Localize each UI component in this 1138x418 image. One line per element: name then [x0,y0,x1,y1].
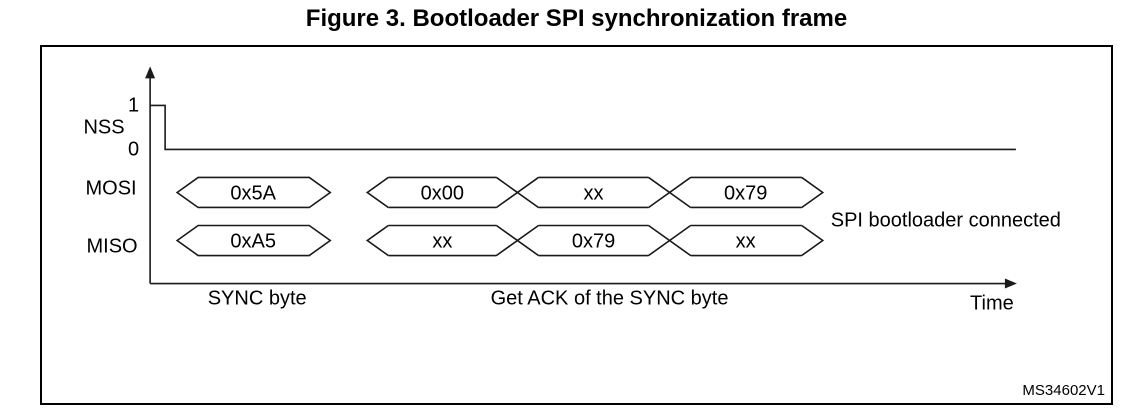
mosi-byte-2: xx [584,182,604,204]
get-ack-annotation: Get ACK of the SYNC byte [491,288,729,310]
miso-byte-1: xx [432,231,452,253]
figure-title: Figure 3. Bootloader SPI synchronization… [305,5,848,32]
timing-diagram: 1 0 NSS MOSI MISO 0x5A 0x00 xx 0x79 0xA5… [83,66,1105,399]
value-axis-arrowhead [145,66,156,79]
level-0-label: 0 [128,138,139,160]
watermark-label: MS34602V1 [1022,382,1105,399]
level-1-label: 1 [128,94,139,116]
sync-byte-annotation: SYNC byte [208,288,307,310]
connected-annotation: SPI bootloader connected [831,209,1061,231]
mosi-byte-1: 0x00 [421,182,464,204]
mosi-byte-sync: 0x5A [230,182,276,204]
nss-waveform [150,104,1016,151]
mosi-ack-hexagons [365,176,825,209]
miso-label: MISO [87,236,138,258]
miso-sync-hexagon [175,224,332,257]
time-axis-arrowhead [1004,278,1017,289]
miso-byte-sync: 0xA5 [230,231,276,253]
miso-byte-3: xx [736,231,756,253]
mosi-byte-3: 0x79 [724,182,767,204]
time-axis-label: Time [970,293,1014,315]
mosi-label: MOSI [86,177,137,199]
mosi-sync-hexagon [175,176,332,209]
miso-byte-2: 0x79 [572,231,615,253]
nss-label: NSS [83,116,124,138]
miso-ack-hexagons [365,224,825,257]
figure-frame: 1 0 NSS MOSI MISO 0x5A 0x00 xx 0x79 0xA5… [40,45,1113,405]
